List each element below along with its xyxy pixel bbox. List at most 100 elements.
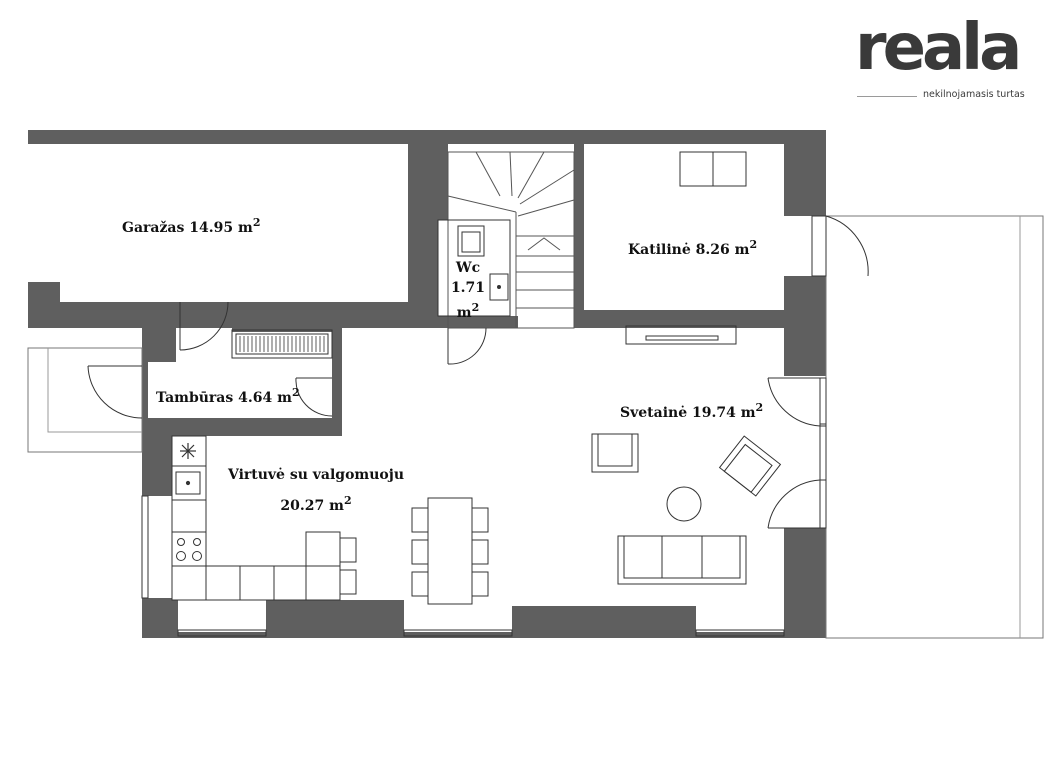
door-arc: [825, 215, 869, 277]
room-name: Katilinė: [628, 242, 691, 258]
fridge: [305, 531, 341, 567]
room-unit: m: [740, 405, 756, 421]
room-unit-exp: 2: [471, 301, 480, 314]
chair: [471, 539, 489, 565]
room-unit-exp: 2: [749, 238, 758, 251]
doors: [87, 215, 869, 529]
wall-vestibule-left: [142, 302, 176, 362]
wc-toilet: [489, 273, 509, 301]
room-area: 8.26: [695, 242, 730, 258]
stair-step: [475, 151, 501, 197]
room-unit-exp: 2: [755, 401, 764, 414]
room-label-boiler: Katilinė 8.26 m2: [628, 238, 757, 258]
chair: [411, 571, 429, 597]
door-frame: [811, 215, 827, 277]
garage-floor: [28, 144, 408, 282]
wall-vestibule-right: [332, 318, 342, 436]
stool: [339, 537, 357, 563]
living-furniture: [591, 433, 782, 585]
door-arc: [179, 301, 229, 351]
door-arc: [87, 365, 143, 419]
counter-bottom: [205, 565, 341, 601]
staircase: [447, 151, 575, 329]
room-name: Wc: [455, 260, 481, 276]
star-icon: [180, 443, 196, 459]
tv-screen: [645, 335, 719, 341]
wall-vestibule-top: [232, 318, 342, 332]
wall-stair-boiler: [574, 144, 584, 328]
hob-ring: [193, 538, 201, 546]
room-name: Virtuvė su valgomuoju: [227, 467, 405, 483]
terrace-right: [825, 215, 1044, 639]
radiator: [231, 329, 333, 359]
room-unit: m: [734, 242, 750, 258]
room-area: 1.71: [450, 280, 486, 296]
wc-sink-inner: [461, 231, 481, 253]
brand-wordmark: reala: [855, 11, 1022, 85]
porch-left: [27, 347, 143, 453]
sofa: [617, 535, 747, 585]
kitchen-sink: [175, 471, 201, 495]
radiator-body: [231, 329, 333, 359]
sink-drain: [185, 480, 191, 486]
room-unit: m: [329, 498, 344, 514]
hob-ring: [192, 551, 202, 561]
brand-divider: [857, 96, 917, 97]
wall-bottom-b: [266, 600, 404, 638]
room-area: 4.64: [238, 390, 273, 406]
hob-ring: [176, 551, 186, 561]
chair: [471, 507, 489, 533]
wc-sink: [457, 225, 485, 257]
boiler-fixtures: [679, 151, 747, 187]
garage-floor-b: [60, 282, 408, 302]
room-unit-exp: 2: [291, 386, 300, 399]
walls: [28, 130, 826, 638]
outlines: [27, 215, 1044, 639]
door-arc: [447, 327, 487, 365]
door-frame: [819, 377, 827, 427]
room-area: 20.27: [280, 498, 325, 514]
tv-cabinet: [625, 325, 737, 345]
tv-unit: [625, 325, 737, 345]
hob-ring: [177, 538, 185, 546]
door-frame: [819, 479, 827, 529]
room-name: Garažas: [122, 220, 185, 236]
armchair-seat: [723, 443, 773, 493]
sofa-seat: [623, 535, 741, 579]
room-label-wc: Wc 1.71 m2: [446, 258, 490, 323]
wall-kitchen-left: [142, 436, 172, 496]
room-area: 19.74: [691, 405, 736, 421]
room-label-garage: Garažas 14.95 m2: [122, 216, 260, 236]
radiator-inner: [235, 333, 329, 355]
wall-garage-right: [408, 144, 422, 190]
window-bottom-3: [695, 629, 785, 637]
coffee-table: [666, 486, 702, 522]
stair-step: [447, 195, 517, 213]
kitchen-fixtures: [171, 435, 357, 601]
stair-step: [517, 199, 575, 217]
dining-set: [411, 497, 489, 605]
room-unit-exp: 2: [343, 494, 352, 507]
brand-tagline: nekilnojamasis turtas: [923, 89, 1025, 100]
room-unit: m: [277, 390, 292, 406]
wall-wc-stair: [422, 144, 448, 220]
interior-fills: [28, 144, 408, 302]
wc-room: [437, 219, 511, 317]
door-arc: [767, 479, 821, 529]
wall-right-upper: [784, 130, 826, 216]
window-left: [141, 495, 149, 599]
room-label-living: Svetainė 19.74 m2: [620, 401, 763, 421]
porch-left-inner: [47, 348, 142, 433]
wall-vestibule-left-b: [142, 362, 148, 418]
room-unit-exp: 2: [252, 216, 261, 229]
room-unit: m: [237, 220, 253, 236]
brand-logo: reala nekilnojamasis turtas: [855, 16, 1035, 110]
stair-step: [519, 169, 575, 205]
room-unit: m: [456, 305, 472, 321]
stair-arrow: [527, 237, 561, 251]
window-bottom-2: [403, 629, 513, 637]
wall-garage-bottom: [28, 282, 60, 302]
wall-right-mid: [784, 276, 826, 376]
counter-left: [171, 435, 207, 601]
